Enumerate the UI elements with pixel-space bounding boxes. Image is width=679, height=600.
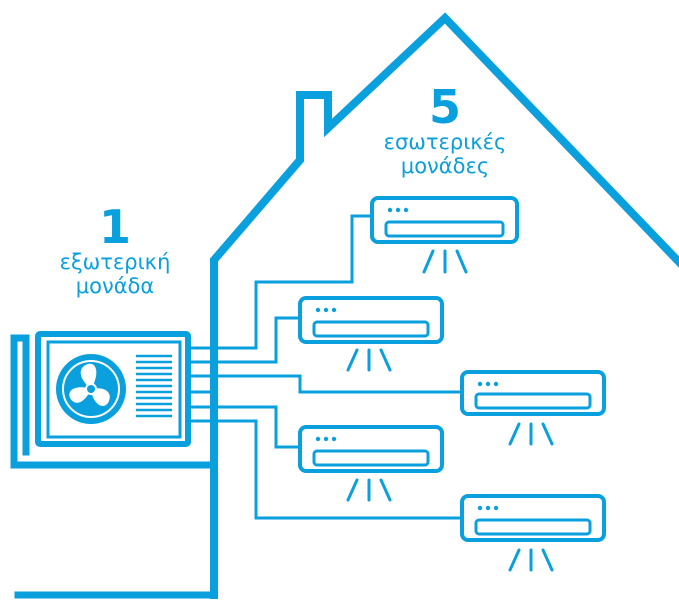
indoor-label-line2: μονάδες <box>400 154 490 179</box>
indoor-unit-4 <box>298 425 444 473</box>
house-outline <box>210 12 679 599</box>
indoor-unit-5 <box>460 494 606 542</box>
outdoor-unit <box>35 331 191 447</box>
indoor-label-line1: εσωτερικές <box>383 130 507 154</box>
indoor-count: 5 <box>428 80 461 134</box>
outdoor-unit-grille <box>136 354 172 418</box>
outdoor-label-line2: μονάδα <box>75 274 155 299</box>
indoor-unit-3 <box>460 370 606 416</box>
outdoor-unit-fan-icon <box>56 354 126 424</box>
house-base <box>10 334 218 599</box>
airflow-lines <box>346 249 554 572</box>
indoor-units-label: 5 εσωτερικές μονάδες <box>360 84 530 178</box>
refrigerant-pipes <box>186 214 464 520</box>
outdoor-count: 1 <box>98 200 131 254</box>
indicator-dots <box>315 207 499 511</box>
outdoor-label-line1: εξωτερική <box>59 250 171 274</box>
indoor-unit-2 <box>298 296 444 344</box>
indoor-unit-1 <box>370 196 519 244</box>
outdoor-unit-label: 1 εξωτερική μονάδα <box>20 204 210 298</box>
